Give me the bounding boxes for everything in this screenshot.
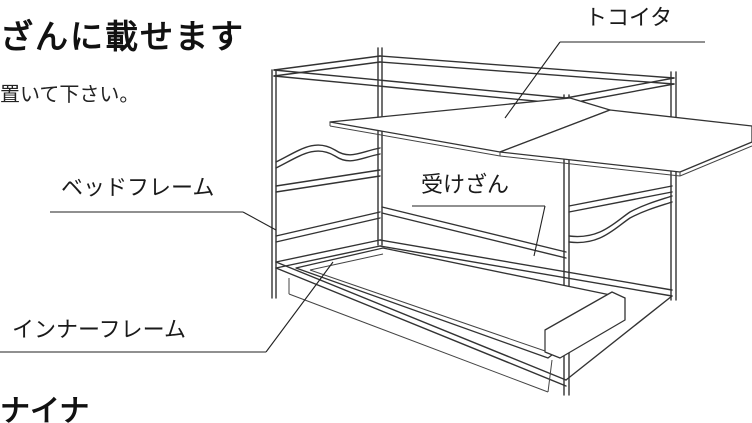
receiving-rail-label: 受けざん (421, 173, 510, 198)
leader-lines (0, 41, 705, 353)
floor-boards (329, 97, 752, 177)
left-side-rails (275, 144, 381, 243)
section-heading: ざんに載せます (0, 17, 245, 56)
right-side-rails (568, 185, 673, 244)
next-section-heading: ナイナ (0, 394, 90, 423)
floor-board-label: トコイタ (585, 6, 673, 31)
inner-frame-drawing (275, 239, 673, 393)
receiving-rail (381, 206, 567, 259)
inner-frame-label: インナーフレーム (12, 318, 187, 343)
top-rails (273, 55, 675, 105)
instruction-text: 置いて下さい。 (0, 82, 140, 106)
bed-frame-label: ベッドフレーム (61, 176, 215, 201)
